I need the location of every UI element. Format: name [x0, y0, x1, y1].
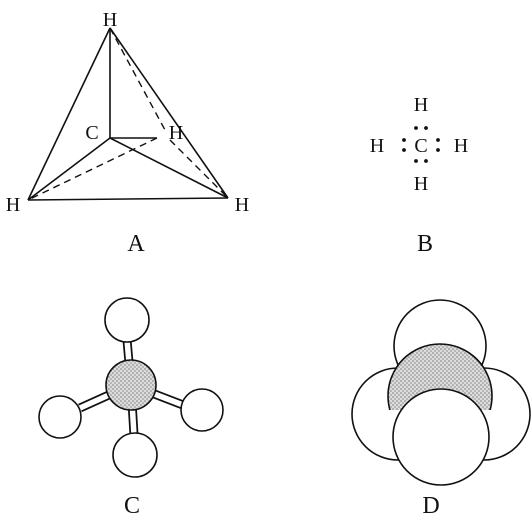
hydrogen-sphere-front	[392, 388, 490, 486]
electron-bottom-2	[424, 159, 428, 163]
bond-c-right	[109, 137, 229, 199]
dot-atom-h-left: H	[370, 135, 384, 157]
panel-d-space-filling-model	[351, 299, 531, 486]
edge-left-right	[27, 197, 229, 201]
hidden-edge-back-left	[27, 137, 158, 201]
panel-a-tetrahedral-model: H C H H H	[6, 9, 249, 216]
edge-top-right	[109, 27, 229, 199]
hydrogen-ball-top	[104, 297, 150, 343]
electron-left-2	[402, 148, 406, 152]
panel-c-ball-and-stick-model	[38, 297, 224, 478]
panel-label-b: B	[417, 231, 433, 257]
panel-label-d: D	[422, 493, 439, 519]
electron-left-1	[402, 138, 406, 142]
electron-bottom-1	[414, 159, 418, 163]
atom-h-right: H	[235, 194, 249, 216]
panel-label-c: C	[124, 493, 140, 519]
bond-c-left	[27, 137, 111, 201]
dot-atom-h-top: H	[414, 94, 428, 116]
atom-c-center: C	[85, 122, 98, 144]
electron-top-1	[414, 126, 418, 130]
atom-h-back: H	[169, 122, 183, 144]
dot-atom-h-bottom: H	[414, 173, 428, 195]
panel-b-electron-dot-formula: H C H H H	[370, 94, 468, 195]
hydrogen-ball-left	[38, 395, 82, 439]
hydrogen-ball-bottom	[112, 432, 158, 478]
hidden-edge-back-right	[169, 139, 229, 199]
electron-right-2	[436, 148, 440, 152]
electron-top-2	[424, 126, 428, 130]
edge-top-left	[27, 27, 111, 201]
carbon-ball	[105, 359, 157, 411]
panel-label-a: A	[127, 231, 145, 257]
dot-atom-c-center: C	[414, 135, 427, 157]
atom-h-top: H	[103, 9, 117, 31]
atom-h-left: H	[6, 194, 20, 216]
hydrogen-ball-right	[180, 388, 224, 432]
electron-right-1	[436, 138, 440, 142]
hidden-edge-top-back	[109, 27, 166, 131]
dot-atom-h-right: H	[454, 135, 468, 157]
